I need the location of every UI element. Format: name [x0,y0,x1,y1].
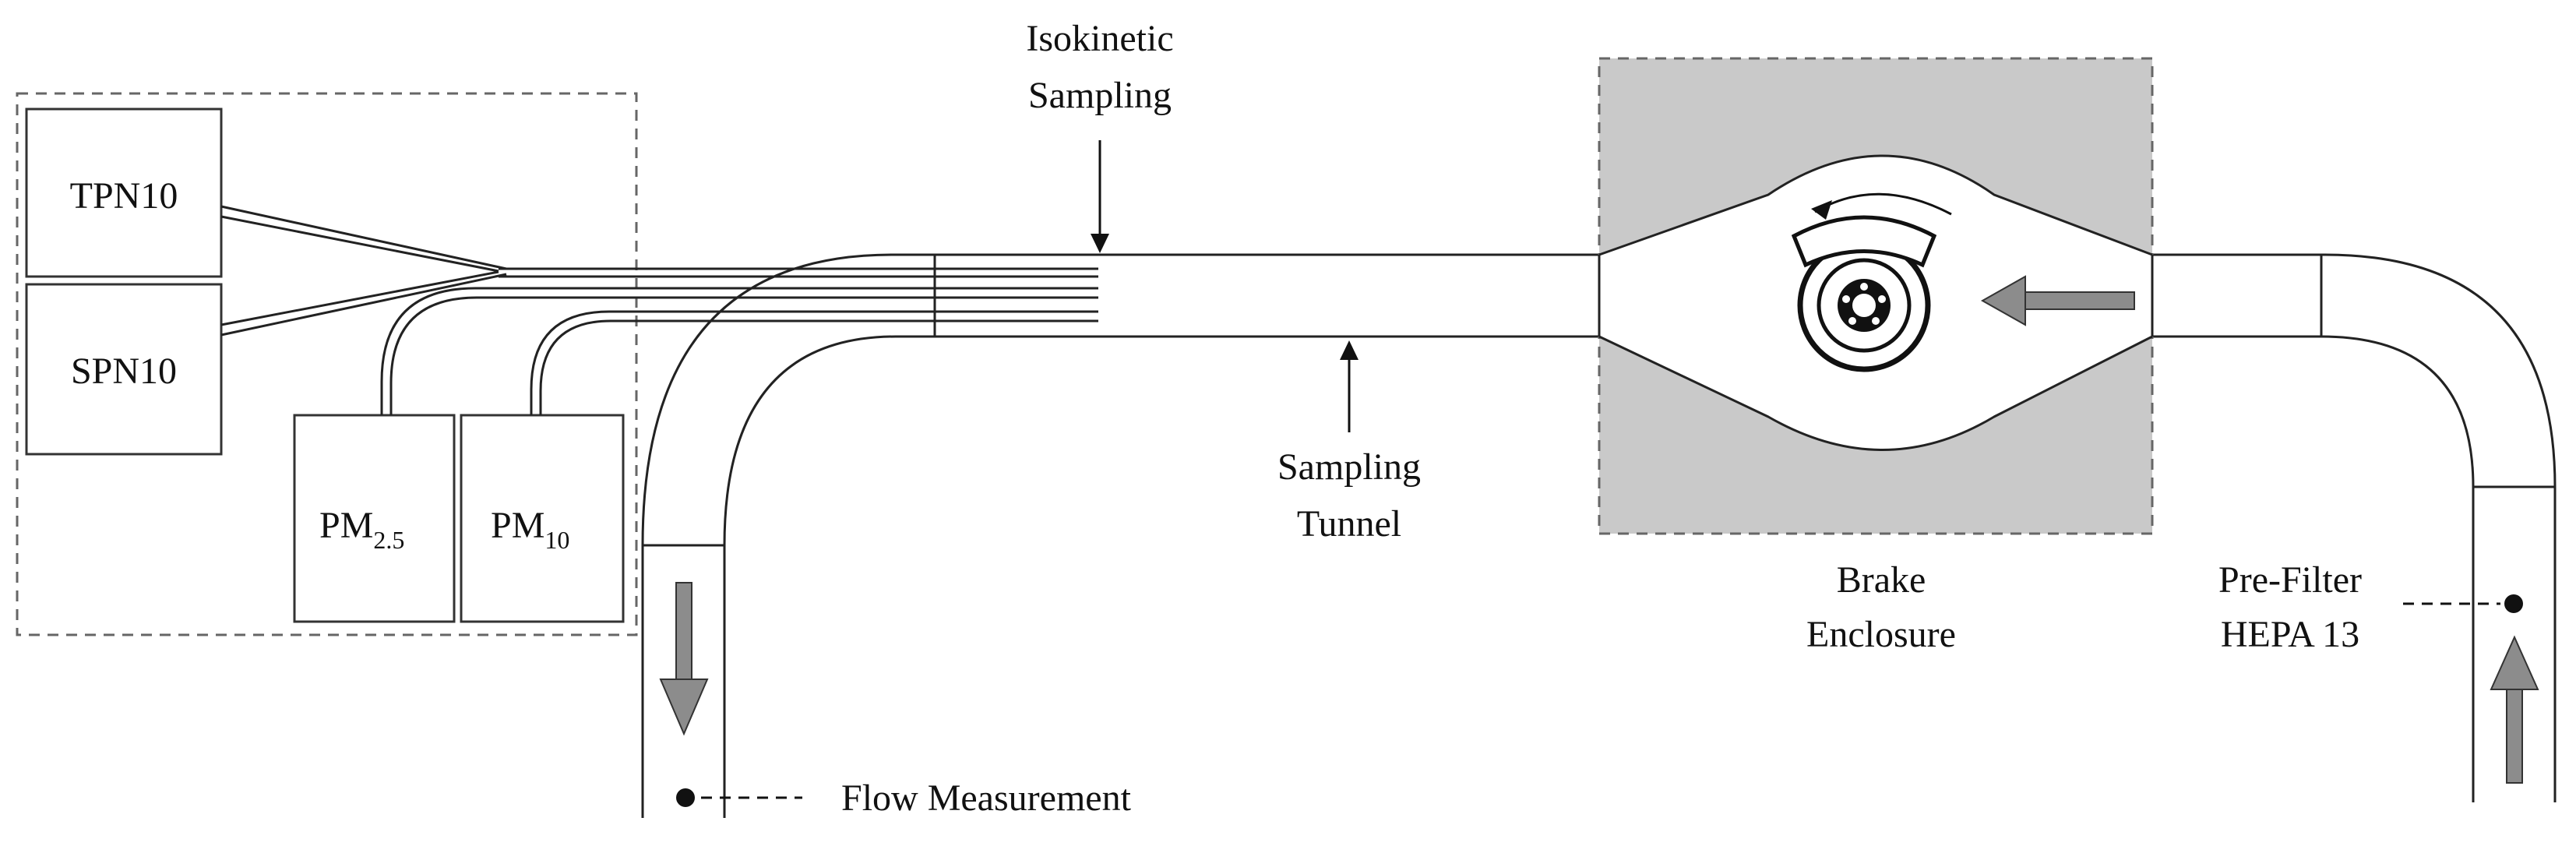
prefilter-point [2504,594,2523,613]
pm25-line-outer [380,287,1098,415]
tunnel-label-1: Sampling [1277,446,1421,488]
lug-5 [1842,295,1850,303]
tpn-line [220,205,507,270]
outlet-flow-arrow [659,582,709,736]
right-duct-bottom-wall [2152,335,2475,802]
lug-1 [1860,283,1868,291]
pm10-label: PM10 [491,505,569,554]
tpn10-label: TPN10 [70,175,178,217]
pm25-line-inner [389,296,1098,415]
pm10-line-inner [539,319,1098,415]
enclosure-label-2: Enclosure [1806,614,1956,655]
isokinetic-label-1: Isokinetic [1026,18,1173,59]
tpn10-box [25,108,223,278]
brake-disc-center [1852,294,1876,317]
instrument-group-frame [16,92,638,636]
prefilter-label-2: HEPA 13 [2221,614,2359,655]
pm25-label-base: PM [319,505,373,546]
spn10-label: SPN10 [71,351,177,392]
lug-2 [1878,295,1886,303]
enclosure-label-1: Brake [1837,559,1926,601]
pm10-box [460,414,625,623]
brake-caliper [1791,215,1937,268]
isokinetic-arrow [1091,140,1109,253]
flow-measurement-label: Flow Measurement [841,777,1132,819]
enclosure-interior-edge-top [1598,154,2153,256]
pm25-box [293,414,456,623]
isokinetic-label-2: Sampling [1028,75,1172,116]
spn10-box [25,283,223,456]
sampling-lines [220,205,1098,415]
tunnel-label-arrow [1340,340,1358,432]
left-elbow-inner [723,335,935,818]
brake-disc [1791,192,1952,372]
lug-3 [1872,317,1880,325]
pm10-label-sub: 10 [544,526,569,554]
enclosure-interior-edge-bottom [1598,335,2153,451]
tunnel-label-2: Tunnel [1297,503,1401,545]
tpn-line-inner [220,215,499,273]
pm25-label: PM2.5 [319,505,404,554]
left-elbow-outer [641,253,935,818]
pm10-line-outer [530,310,1098,415]
pm10-label-base: PM [491,505,544,546]
sampling-tunnel [641,253,2557,818]
enclosure-flow-arrow [1980,275,2135,326]
right-duct-top-wall [2152,253,2557,802]
spn-line [220,273,507,337]
pm25-label-sub: 2.5 [373,526,404,554]
rotation-arrowhead [1811,200,1832,220]
spn-line-inner [220,270,499,326]
inlet-flow-arrow [2490,635,2539,784]
lug-4 [1848,317,1856,325]
flow-measurement-point [676,788,695,807]
prefilter-label-1: Pre-Filter [2218,559,2362,601]
